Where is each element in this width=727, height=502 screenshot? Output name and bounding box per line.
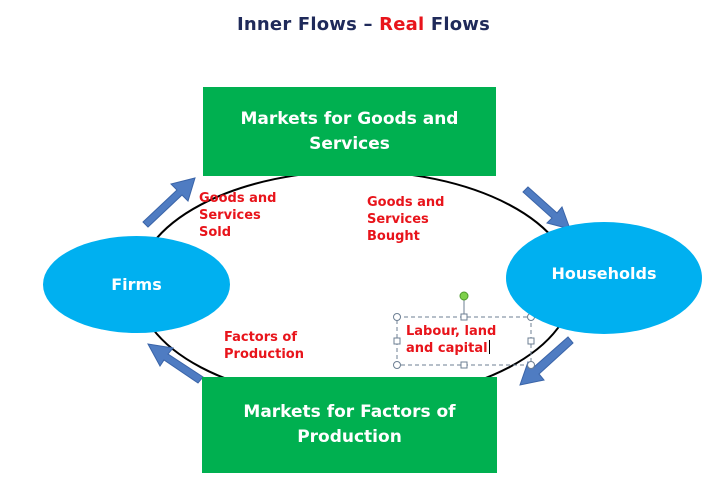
resize-handle-bottom-left[interactable] <box>393 361 401 369</box>
factor-market-box[interactable]: Markets for Factors of Production <box>202 377 497 473</box>
title-part-real: Real <box>379 14 425 35</box>
arrow-households-to-factors <box>519 336 574 386</box>
resize-handle-bottom[interactable] <box>460 361 468 369</box>
selected-textbox-frame[interactable] <box>393 291 535 369</box>
goods-sold-label: Goods and Services Sold <box>199 191 277 240</box>
firms-label: Firms <box>111 275 162 294</box>
factors-label: Factors of Production <box>224 330 304 362</box>
resize-handle-left[interactable] <box>393 337 401 345</box>
households-label: Households <box>551 263 657 283</box>
flow-arrows <box>142 177 574 386</box>
arrow-firms-to-goods <box>142 177 196 228</box>
rotate-handle[interactable] <box>459 291 469 301</box>
households-node[interactable]: Households <box>506 222 702 334</box>
labour-label: Labour, land and capital <box>406 324 497 356</box>
goods-market-label: Markets for Goods and Services <box>240 108 459 154</box>
goods-bought-label: Goods and Services Bought <box>367 195 445 244</box>
arrow-goods-to-households <box>522 186 571 230</box>
resize-handle-bottom-right[interactable] <box>527 361 535 369</box>
labour-textbox[interactable]: Labour, land and capital <box>406 323 496 357</box>
factor-market-label: Markets for Factors of Production <box>243 402 456 447</box>
resize-handle-top-left[interactable] <box>393 313 401 321</box>
text-cursor <box>488 340 490 354</box>
title-part-3: Flows <box>424 14 491 35</box>
goods-market-box[interactable]: Markets for Goods and Services <box>203 87 496 176</box>
resize-handle-top[interactable] <box>460 313 468 321</box>
arrow-factors-to-firms <box>147 343 204 384</box>
firms-node[interactable]: Firms <box>43 236 230 333</box>
diagram-title: Inner Flows – Real Flows <box>0 14 727 35</box>
resize-handle-right[interactable] <box>527 337 535 345</box>
title-part-1: Inner Flows – <box>236 14 380 35</box>
